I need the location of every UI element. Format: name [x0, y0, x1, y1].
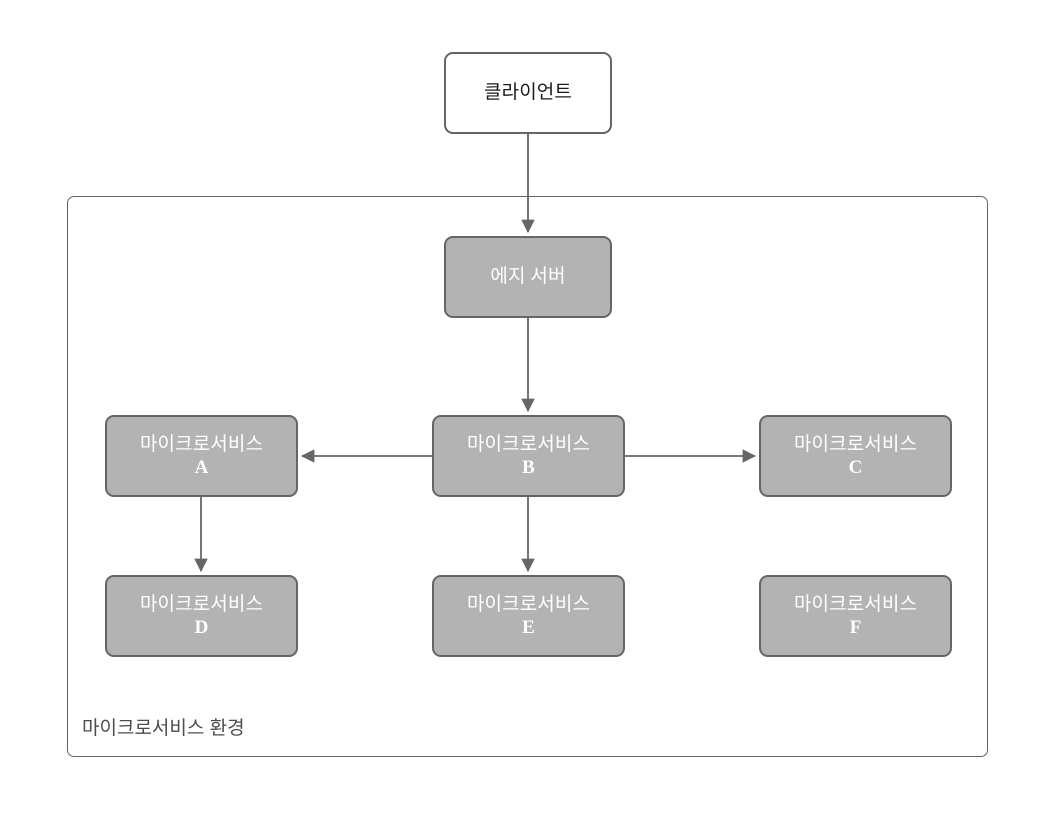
node-microservice-d-letter: D [194, 617, 209, 638]
node-microservice-a[interactable]: 마이크로서비스 A [105, 415, 298, 497]
node-microservice-f-letter: F [849, 617, 862, 638]
node-edge-server-label: 에지 서버 [490, 266, 566, 288]
node-microservice-a-label: 마이크로서비스 [139, 433, 264, 455]
node-microservice-a-letter: A [194, 457, 209, 478]
node-microservice-c[interactable]: 마이크로서비스 C [759, 415, 952, 497]
node-microservice-e-letter: E [522, 617, 535, 638]
node-client-label: 클라이언트 [484, 82, 572, 104]
node-client[interactable]: 클라이언트 [444, 52, 612, 134]
microservice-environment-label: 마이크로서비스 환경 [82, 718, 245, 739]
node-microservice-d[interactable]: 마이크로서비스 D [105, 575, 298, 657]
node-microservice-b-label: 마이크로서비스 [466, 433, 591, 455]
node-microservice-d-label: 마이크로서비스 [139, 593, 264, 615]
node-microservice-b-letter: B [522, 457, 535, 478]
node-edge-server[interactable]: 에지 서버 [444, 236, 612, 318]
node-microservice-c-letter: C [848, 457, 863, 478]
node-microservice-f[interactable]: 마이크로서비스 F [759, 575, 952, 657]
node-microservice-e-label: 마이크로서비스 [466, 593, 591, 615]
node-microservice-b[interactable]: 마이크로서비스 B [432, 415, 625, 497]
microservice-environment-group [67, 196, 988, 757]
node-microservice-f-label: 마이크로서비스 [793, 593, 918, 615]
node-microservice-e[interactable]: 마이크로서비스 E [432, 575, 625, 657]
node-microservice-c-label: 마이크로서비스 [793, 433, 918, 455]
